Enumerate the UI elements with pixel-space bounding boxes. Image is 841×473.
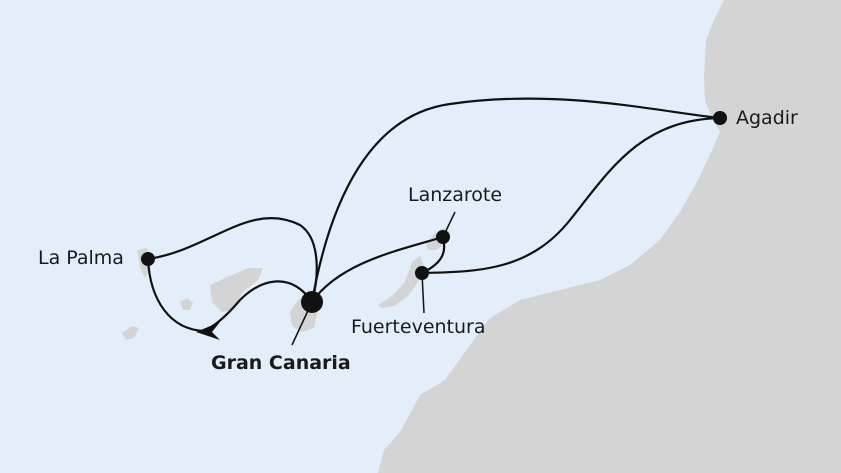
port-label-lanzarote: Lanzarote [408,184,503,206]
port-marker-lanzarote[interactable] [436,230,450,244]
island-la-gomera [180,298,193,310]
port-marker-fuerteventura[interactable] [415,266,429,280]
port-label-gran-canaria: Gran Canaria [211,352,351,374]
port-marker-agadir[interactable] [713,111,727,125]
port-label-la-palma: La Palma [38,247,124,269]
port-marker-gran-canaria[interactable] [301,291,323,313]
island-tenerife [210,268,263,312]
port-label-agadir: Agadir [736,107,798,129]
island-fuerteventura [378,256,424,308]
arrowhead-icon [196,322,220,340]
island-el-hierro [122,326,139,340]
port-marker-la-palma[interactable] [141,252,155,266]
port-label-fuerteventura: Fuerteventura [351,316,486,338]
